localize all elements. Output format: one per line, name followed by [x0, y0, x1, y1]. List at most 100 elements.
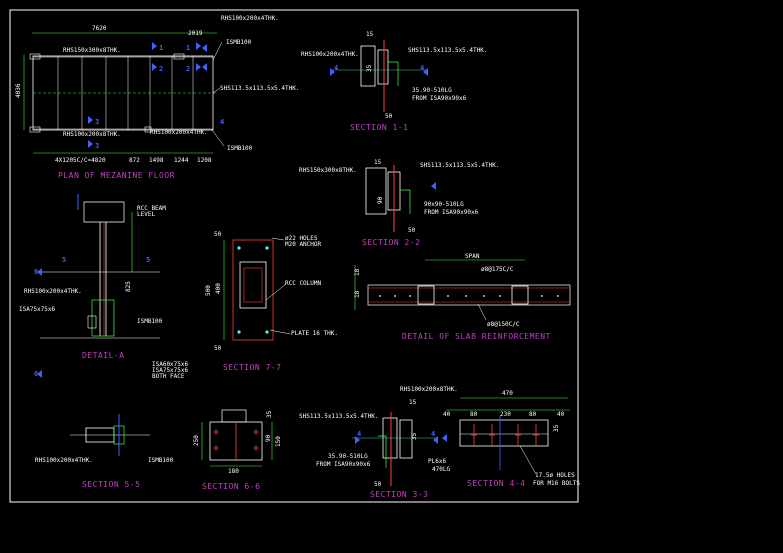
da-bracket	[91, 299, 115, 337]
plan-dim-bottom-2: 872	[129, 157, 140, 164]
s66-title: SECTION 6-6	[202, 482, 260, 491]
s44-title: SECTION 4-4	[467, 479, 525, 488]
section-2-2: 15 90 50 RHS150x300x8THK. SHS113.5x113.5…	[299, 159, 499, 247]
rebar-dot-icon	[447, 295, 449, 297]
s44-dim-230: 230	[500, 411, 511, 418]
s77-column-inner	[243, 267, 263, 303]
da-marker-6-bottom: 6	[34, 370, 38, 378]
plan-marker-4: 4	[220, 118, 224, 126]
section-marker-icon	[196, 42, 201, 50]
slab-leader	[477, 303, 487, 321]
s77-anchor-holes	[237, 246, 269, 334]
s33-label-angle: 35.90-510LG	[328, 453, 368, 460]
plan-dim-total: 7620	[92, 25, 107, 32]
da-label-level: LEVEL	[137, 211, 155, 218]
section-marker-icon	[202, 44, 207, 52]
s11-label-from: FROM ISA90x90x6	[412, 95, 467, 102]
s44-label-holes: 17.5ø HOLES	[535, 472, 575, 479]
rebar-dot-icon	[499, 295, 501, 297]
s33-dim-50: 50	[374, 481, 382, 488]
da-label-rcc-beam: RCC BEAM	[137, 205, 166, 212]
da-label-isa75b: ISA75x75x6	[152, 367, 189, 374]
s77-dim-500: 500	[205, 285, 212, 296]
section-marker-icon	[37, 268, 42, 276]
s44-dim-80-right: 80	[529, 411, 537, 418]
plan-marker-3b: 3	[95, 142, 99, 150]
anchor-hole-icon	[237, 246, 241, 250]
section-4-4: 470 40 80 230 80 40 35 PL6x6 470LG 17.5ø…	[428, 390, 580, 488]
s77-plate	[232, 239, 274, 341]
da-rcc-beam	[83, 201, 125, 223]
plan-dim-bottom-3: 1498	[149, 157, 164, 164]
plan-title: PLAN OF MEZANINE FLOOR	[58, 171, 175, 180]
s77-dim-400: 400	[215, 283, 222, 294]
da-label-both-face: BOTH FACE	[152, 373, 185, 380]
section-marker-icon	[431, 182, 436, 190]
s22-label-from: FROM ISA90x90x6	[424, 209, 479, 216]
plan-marker-1b: 1	[186, 44, 190, 52]
s22-label-angle: 90x90-510LG	[424, 201, 464, 208]
s44-plate	[459, 419, 549, 447]
s77-leader-3	[269, 329, 291, 335]
s66-dim-35: 35	[266, 410, 273, 418]
section-marker-icon	[202, 63, 207, 71]
section-3-3: 15 35 50 RHS100x200x8THK. SHS113.5x113.5…	[299, 386, 458, 499]
s11-beam	[377, 49, 389, 85]
slab-dim-bottom: 18	[354, 290, 361, 298]
s44-label-pl: PL6x6	[428, 458, 446, 465]
s33-title: SECTION 3-3	[370, 490, 428, 499]
s33-label-from: FROM ISA90x90x6	[316, 461, 371, 468]
s22-label-rhs: RHS150x300x8THK.	[299, 167, 357, 174]
s33-label-rhs: RHS100x200x8THK.	[400, 386, 458, 393]
plan-col-br	[144, 126, 152, 133]
s11-title: SECTION 1-1	[350, 123, 408, 132]
s22-cleat	[400, 189, 411, 214]
section-marker-icon	[88, 116, 93, 124]
plan-dim-height: 4036	[15, 83, 22, 98]
plan-dim-bottom-1: 4X1205C/C=4820	[55, 157, 106, 164]
rebar-dot-icon	[379, 295, 381, 297]
plan-col-tr	[173, 53, 185, 60]
slab-label-bottom-rebar: ø8@150C/C	[487, 321, 520, 328]
da-marker-5-right: 5	[146, 256, 150, 264]
da-plate	[87, 315, 97, 329]
plan-label-rhs100: RHS100x200x4THK.	[221, 15, 279, 22]
s44-dim-470: 470	[502, 390, 513, 397]
s44-label-bolts: FOR M16 BOLTS	[533, 480, 580, 487]
da-title: DETAIL-A	[82, 351, 125, 360]
s44-leader	[519, 445, 537, 475]
section-marker-icon	[330, 68, 335, 76]
s33-marker-right: 4	[431, 430, 435, 438]
da-dim-825: 825	[125, 281, 132, 292]
rebar-dot-icon	[409, 295, 411, 297]
section-5-5: RHS100x200x4THK. ISMB100 SECTION 5-5	[35, 414, 174, 489]
s77-label-anchor: M20 ANCHOR	[285, 241, 322, 248]
s22-column	[365, 167, 387, 215]
s66-dim-150: 150	[275, 436, 282, 447]
da-label-isa75: ISA75x75x6	[19, 306, 56, 313]
s11-label-rhs: RHS100x200x4THK.	[301, 51, 359, 58]
slab-rebar-dots	[379, 295, 559, 297]
slab-title: DETAIL OF SLAB REINFORCEMENT	[402, 332, 551, 341]
s77-label-rcc: RCC COLUMN	[285, 280, 322, 287]
plan-label-shs: SHS113.5x113.5x5.4THK.	[220, 85, 299, 92]
s77-column	[239, 261, 267, 309]
section-marker-icon	[196, 63, 201, 71]
plan-leader-3	[212, 87, 221, 94]
plan-dim-bottom-4: 1244	[174, 157, 189, 164]
da-label-isa60: ISA60x75x6	[152, 361, 189, 368]
slab-label-span: SPAN	[465, 253, 480, 260]
plan-leader-1	[212, 41, 223, 61]
plan-joists	[57, 56, 194, 130]
plan-col-bl	[29, 126, 41, 133]
da-marker-5-left: 5	[62, 256, 66, 264]
da-label-ismb100: ISMB100	[137, 318, 163, 325]
sheet-border	[9, 9, 579, 503]
s55-title: SECTION 5-5	[82, 480, 140, 489]
section-marker-icon	[152, 42, 157, 50]
da-marker-6-top: 6	[34, 268, 38, 276]
plan-leader-2	[211, 129, 225, 147]
s11-label-angle: 35.90-510LG	[412, 87, 452, 94]
anchor-hole-icon	[237, 330, 241, 334]
